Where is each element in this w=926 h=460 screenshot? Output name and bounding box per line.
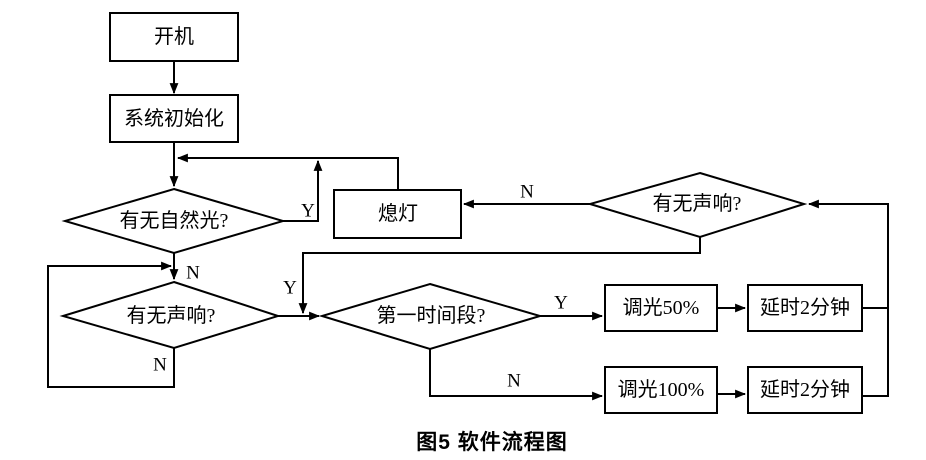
delay-top-label: 延时2分钟 <box>760 297 850 319</box>
sound-right-no-label: N <box>520 181 534 203</box>
figure-caption: 图5 软件流程图 <box>416 431 568 454</box>
edge-sound-right-loopback <box>298 237 701 315</box>
start-label: 开机 <box>154 26 194 48</box>
edge-time-period-no <box>429 349 604 401</box>
sound-left-no-label: N <box>153 354 167 376</box>
time-period-label: 第一时间段? <box>376 305 486 327</box>
edge-light-off-return <box>176 153 399 190</box>
edge-natural-light-yes <box>283 159 323 222</box>
delay-bottom-label: 延时2分钟 <box>760 379 850 401</box>
sound-left-yes-label: Y <box>283 277 297 299</box>
dim-100-box <box>604 366 718 414</box>
dim-100-label: 调光100% <box>617 379 705 401</box>
edge-sound-left-no-loop <box>47 261 175 388</box>
time-period-yes-label: Y <box>554 292 568 314</box>
time-period-no-label: N <box>507 370 521 392</box>
sound-right-label: 有无声响? <box>652 193 742 215</box>
natural-light-label: 有无自然光? <box>119 210 229 232</box>
light-off-label: 熄灯 <box>378 203 418 225</box>
natural-light-no-label: N <box>186 262 200 284</box>
dim-50-label: 调光50% <box>622 297 700 319</box>
natural-light-yes-label: Y <box>301 200 315 222</box>
init-box <box>109 94 239 143</box>
init-label: 系统初始化 <box>124 108 224 130</box>
edge-delays-to-sound-right <box>807 199 889 397</box>
delay-bottom-box <box>747 366 863 414</box>
start-box <box>109 12 239 62</box>
sound-left-label: 有无声响? <box>126 305 216 327</box>
delay-top-box <box>747 284 863 332</box>
